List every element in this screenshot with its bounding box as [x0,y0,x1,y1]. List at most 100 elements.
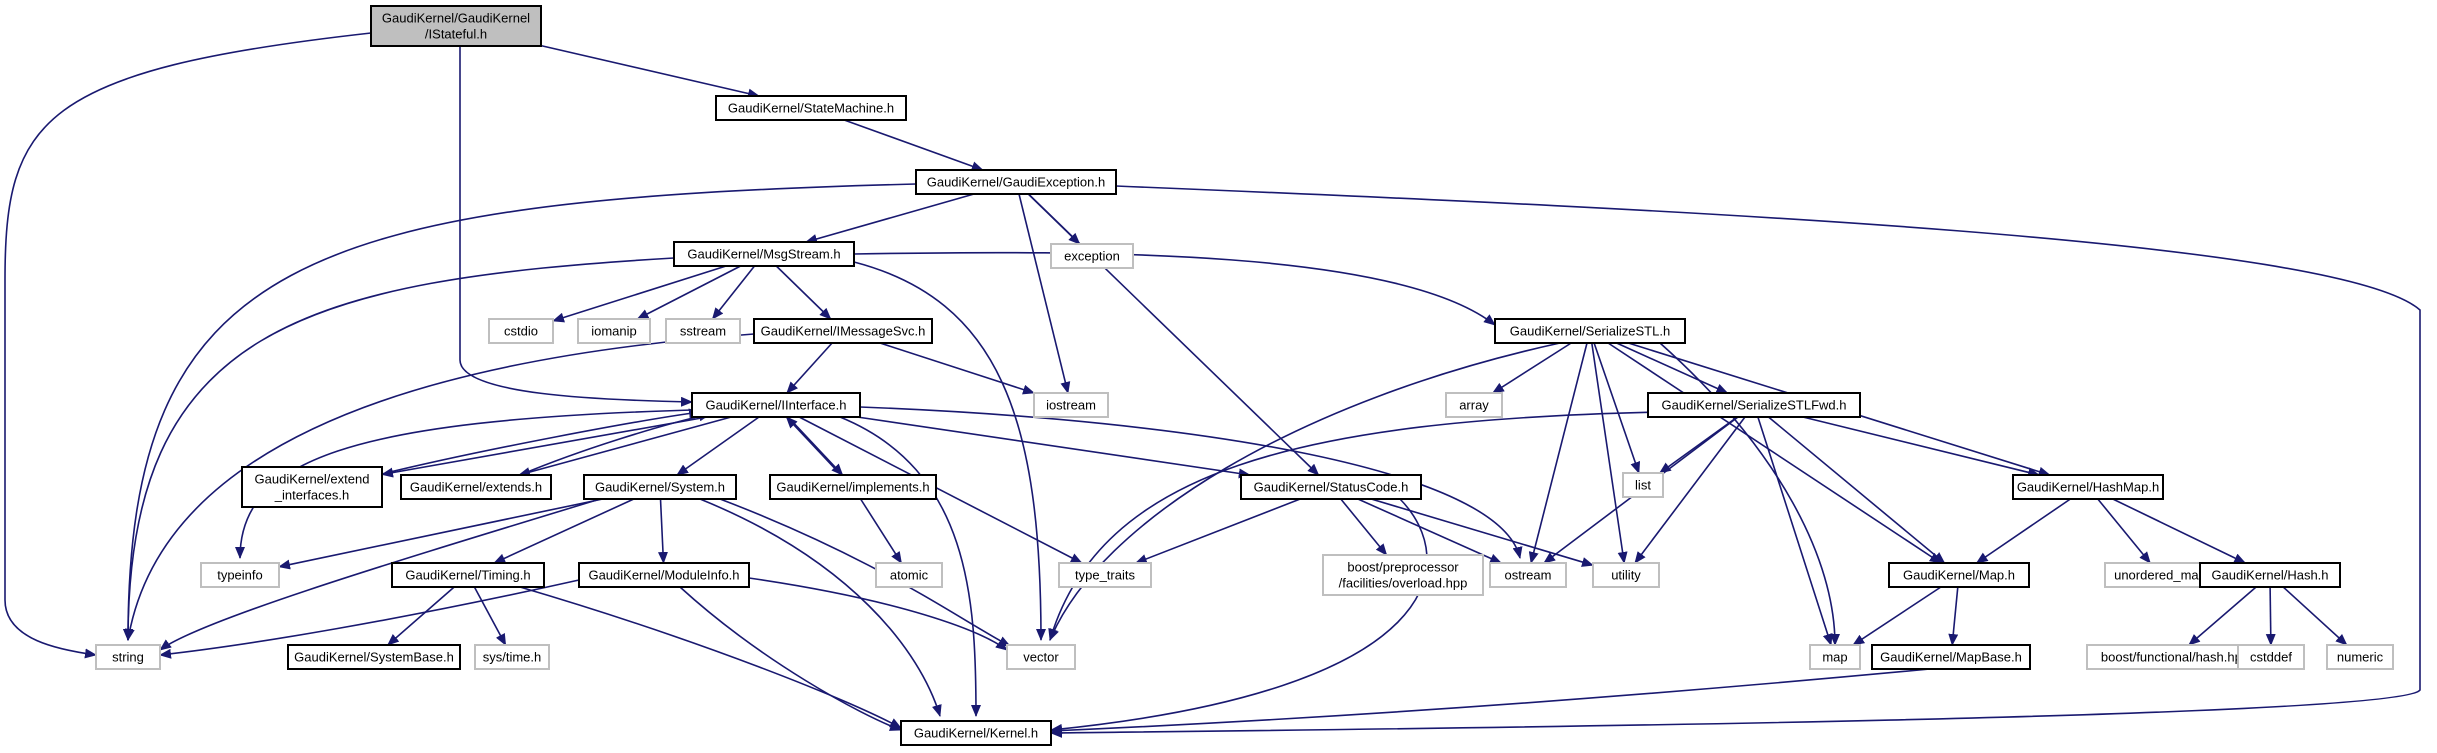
node-box-moduleinfo [578,562,750,588]
node-box-extendinterfaces [241,466,383,508]
node-box-sstream [665,318,741,344]
node-systime[interactable]: sys/time.h [474,644,550,670]
edge-gaudiexception-to-msgstream [805,193,975,244]
node-box-kernel [900,720,1052,746]
edge-serializestl-to-utility [1591,342,1628,564]
node-hash_h[interactable]: GaudiKernel/Hash.h [2199,562,2341,588]
node-cstdio[interactable]: cstdio [488,318,554,344]
node-box-utility [1592,562,1660,588]
node-boosthash[interactable]: boost/functional/hash.hpp [2086,644,2264,670]
edge-mapbase-to-kernel [1050,668,1931,736]
node-moduleinfo[interactable]: GaudiKernel/ModuleInfo.h [578,562,750,588]
node-box-serializestlfwd [1647,392,1861,418]
node-label-vector: vector [1023,650,1059,665]
edge-imessagesvc-to-iostream [879,342,1035,395]
edge-msgstream-to-string [123,257,675,641]
node-system[interactable]: GaudiKernel/System.h [583,474,737,500]
edge-iinterface-to-statuscode [857,416,1251,479]
node-label-extends: GaudiKernel/extends.h [410,480,542,495]
node-label-timing: GaudiKernel/Timing.h [405,568,530,583]
node-boostpp[interactable]: boost/preprocessor/facilities/overload.h… [1322,554,1484,596]
node-iomanip[interactable]: iomanip [577,318,651,344]
edge-iinterface-to-extends [518,416,732,477]
node-box-map [1809,644,1861,670]
node-box-hashmap [2012,474,2164,500]
node-label-iinterface: GaudiKernel/IInterface.h [706,398,847,413]
node-box-statemachine [715,95,907,121]
node-typeinfo[interactable]: typeinfo [200,562,280,588]
node-iinterface[interactable]: GaudiKernel/IInterface.h [691,392,861,418]
edge-msgstream-to-cstdio [552,265,727,323]
node-string[interactable]: string [95,644,161,670]
node-typetraits[interactable]: type_traits [1058,562,1152,588]
edge-msgstream-to-sstream [711,265,756,320]
node-sstream[interactable]: sstream [665,318,741,344]
node-implements[interactable]: GaudiKernel/implements.h [769,474,937,500]
node-numeric[interactable]: numeric [2326,644,2394,670]
node-label-mapbase: GaudiKernel/MapBase.h [1880,650,2022,665]
node-box-numeric [2326,644,2394,670]
edge-istateful-to-statemachine [540,44,760,99]
node-box-map_h [1888,562,2030,588]
edge-moduleinfo-to-string [159,579,580,659]
node-istateful[interactable]: GaudiKernel/GaudiKernel/IStateful.h [370,5,542,47]
node-kernel[interactable]: GaudiKernel/Kernel.h [900,720,1052,746]
edge-msgstream-to-iomanip [636,265,741,320]
edge-serializestl-to-map_h [1607,342,1942,564]
node-serializestl[interactable]: GaudiKernel/SerializeSTL.h [1494,318,1686,344]
node-label-hash_h: GaudiKernel/Hash.h [2211,568,2328,583]
node-cstddef[interactable]: cstddef [2237,644,2305,670]
node-box-iostream [1033,392,1109,418]
node-unorderedmap[interactable]: unordered_map [2104,562,2216,588]
node-serializestlfwd[interactable]: GaudiKernel/SerializeSTLFwd.h [1647,392,1861,418]
node-mapbase[interactable]: GaudiKernel/MapBase.h [1871,644,2031,670]
node-ostream[interactable]: ostream [1489,562,1567,588]
edge-serializestlfwd-to-hashmap [1802,416,2041,478]
node-box-mapbase [1871,644,2031,670]
edge-serializestl-to-array [1491,342,1572,394]
node-vector[interactable]: vector [1006,644,1076,670]
node-exception[interactable]: exception [1050,243,1134,269]
node-extendinterfaces[interactable]: GaudiKernel/extend_interfaces.h [241,466,383,508]
edge-imessagesvc-to-iinterface [786,342,833,394]
node-box-array [1445,392,1503,418]
node-systembase[interactable]: GaudiKernel/SystemBase.h [287,644,461,670]
node-list[interactable]: list [1622,472,1664,498]
node-imessagesvc[interactable]: GaudiKernel/IMessageSvc.h [753,318,933,344]
node-extends[interactable]: GaudiKernel/extends.h [400,474,552,500]
node-label-numeric: numeric [2337,650,2384,665]
node-box-extends [400,474,552,500]
node-label-atomic: atomic [890,568,929,583]
node-box-hash_h [2199,562,2341,588]
edge-serializestl-to-map [1659,342,1840,646]
edge-hash_h-to-numeric [2282,586,2348,646]
node-map[interactable]: map [1809,644,1861,670]
edge-statuscode-to-kernel [1050,498,1428,734]
node-label-implements: GaudiKernel/implements.h [776,480,929,495]
node-label-iostream: iostream [1046,398,1096,413]
edge-extends-to-iinterface [519,411,711,476]
edge-iinterface-to-typeinfo [235,409,693,559]
node-hashmap[interactable]: GaudiKernel/HashMap.h [2012,474,2164,500]
edge-serializestl-to-serializestlfwd [1616,342,1729,394]
node-array[interactable]: array [1445,392,1503,418]
node-timing[interactable]: GaudiKernel/Timing.h [391,562,545,588]
edge-hash_h-to-boosthash [2188,586,2257,646]
node-msgstream[interactable]: GaudiKernel/MsgStream.h [673,241,855,267]
node-statuscode[interactable]: GaudiKernel/StatusCode.h [1240,474,1422,500]
node-label-systime: sys/time.h [483,650,542,665]
node-iostream[interactable]: iostream [1033,392,1109,418]
edge-gaudiexception-to-string [123,183,917,641]
node-box-imessagesvc [753,318,933,344]
node-utility[interactable]: utility [1592,562,1660,588]
edge-serializestlfwd-to-utility [1634,416,1746,564]
node-map_h[interactable]: GaudiKernel/Map.h [1888,562,2030,588]
node-label-cstddef: cstddef [2250,650,2292,665]
node-atomic[interactable]: atomic [875,562,943,588]
node-statemachine[interactable]: GaudiKernel/StateMachine.h [715,95,907,121]
node-box-msgstream [673,241,855,267]
edge-system-to-timing [493,498,635,564]
node-gaudiexception[interactable]: GaudiKernel/GaudiException.h [915,169,1117,195]
edge-moduleinfo-to-kernel [679,586,902,731]
